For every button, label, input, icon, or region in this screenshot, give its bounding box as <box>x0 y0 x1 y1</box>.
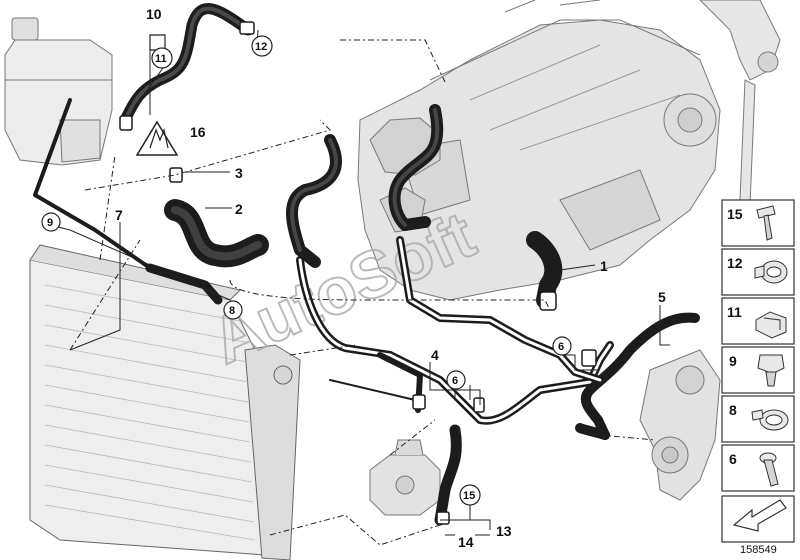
hose-clamp-icon <box>754 260 788 284</box>
engine-mount-bracket <box>699 0 781 206</box>
hose-connectors <box>119 21 597 525</box>
legend-num-15: 15 <box>727 206 743 222</box>
assembly-arrow-icon <box>732 499 787 532</box>
spring-clip-icon <box>755 311 787 339</box>
hose-1 <box>526 231 563 309</box>
callout-6-upper: 6 <box>558 341 564 353</box>
coolant-hoses <box>33 3 700 526</box>
callout-1: 1 <box>600 258 608 274</box>
callout-8: 8 <box>229 305 235 317</box>
callout-14: 14 <box>458 534 474 550</box>
hose-13 <box>434 424 462 526</box>
legend-num-6: 6 <box>729 451 737 467</box>
callout-10: 10 <box>146 6 162 22</box>
callouts: 1 2 3 4 5 6 6 7 8 9 10 11 12 13 14 15 16 <box>41 6 666 550</box>
caution-triangle-icon <box>135 120 179 156</box>
leader-lines <box>49 29 670 546</box>
hose-10 <box>119 3 254 126</box>
legend-num-11: 11 <box>727 304 742 320</box>
holder-clip-icon <box>757 354 785 387</box>
bolt-icon <box>759 452 779 487</box>
callout-15: 15 <box>463 490 475 502</box>
legend-num-12: 12 <box>727 255 743 271</box>
callout-2: 2 <box>235 201 243 217</box>
callout-5: 5 <box>658 289 666 305</box>
screw-icon <box>756 205 776 241</box>
callout-7: 7 <box>115 207 123 223</box>
water-pump-housing <box>639 349 721 501</box>
callout-12: 12 <box>255 41 267 53</box>
callout-13: 13 <box>496 523 512 539</box>
expansion-tank <box>4 17 113 166</box>
callout-4: 4 <box>431 347 439 363</box>
callout-9: 9 <box>47 217 53 229</box>
legend-num-9: 9 <box>729 353 737 369</box>
callout-6-lower: 6 <box>452 375 458 387</box>
fastener-legend: 15 12 11 9 8 6 <box>721 199 795 543</box>
thermostat-housing <box>369 439 441 516</box>
legend-num-8: 8 <box>729 402 737 418</box>
hose-5 <box>580 312 700 440</box>
diagram-part-number: 158549 <box>740 544 777 556</box>
callout-3: 3 <box>235 165 243 181</box>
callout-16: 16 <box>190 124 206 140</box>
worm-clamp-icon <box>751 409 789 431</box>
callout-11: 11 <box>155 53 167 65</box>
